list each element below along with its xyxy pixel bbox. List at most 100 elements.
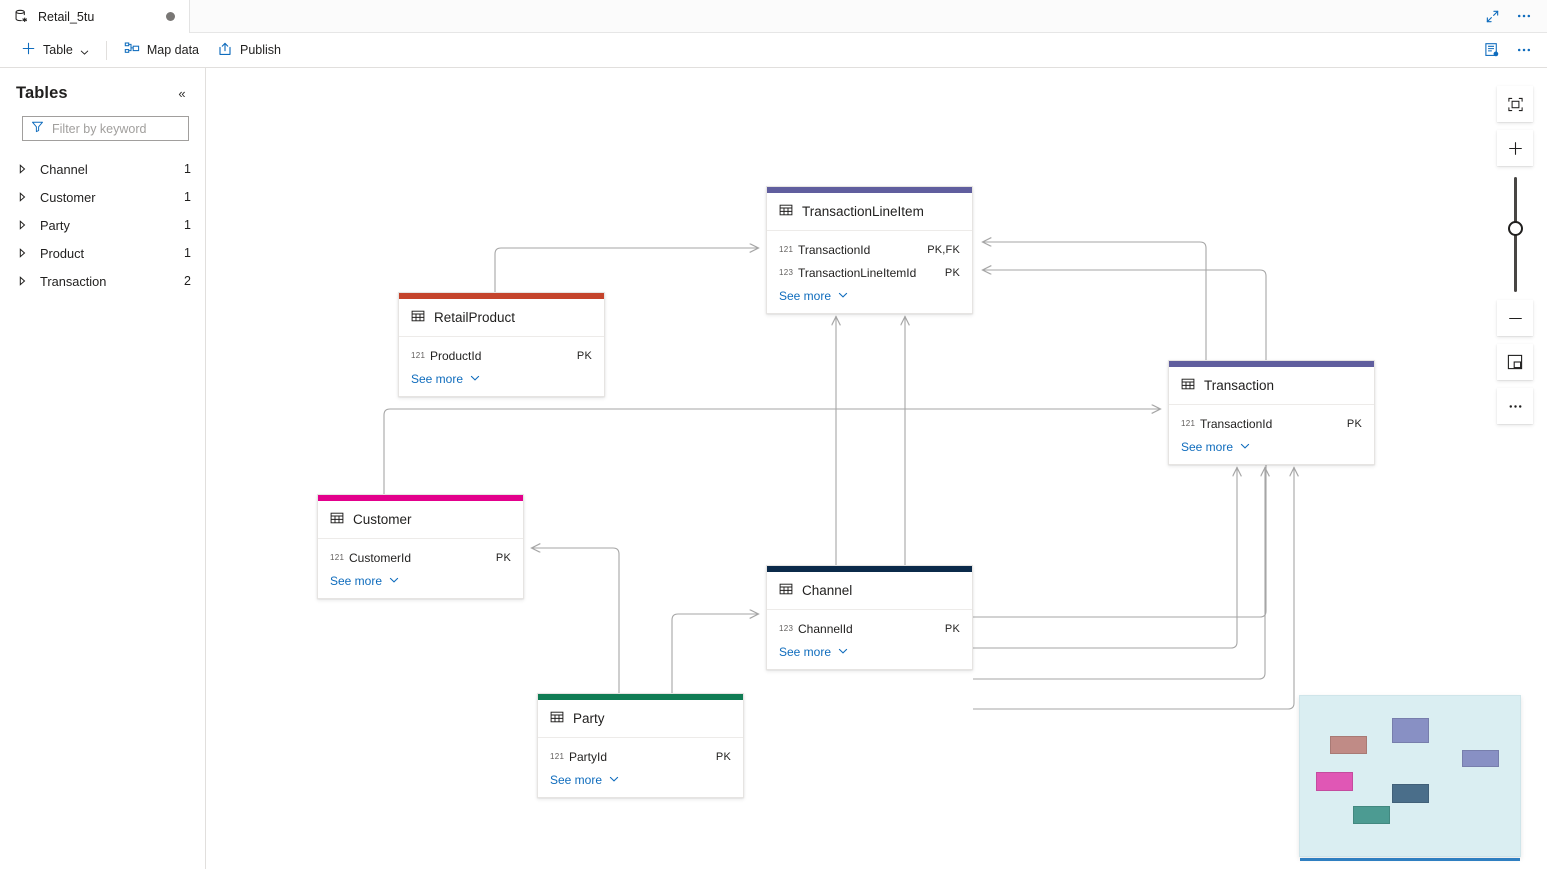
see-more-label: See more [779, 289, 832, 303]
zoom-out-icon[interactable] [1497, 300, 1533, 336]
entity-attributes: 121 CustomerId PK See more [318, 539, 523, 598]
attribute-row[interactable]: 121 TransactionId PK [1169, 412, 1374, 435]
publish-button[interactable]: Publish [208, 36, 290, 64]
sidebar-item-count: 1 [184, 190, 191, 204]
filter-container [0, 112, 205, 147]
minimap-toggle-icon[interactable] [1497, 344, 1533, 380]
filter-icon [31, 120, 44, 138]
rel-transaction-transactionlineitem-a [982, 242, 1207, 360]
see-more-button[interactable]: See more [318, 569, 523, 592]
attribute-name: ProductId [430, 348, 482, 363]
attribute-type-icon: 121 [550, 752, 565, 761]
entity-attributes: 123 ChannelId PK See more [767, 610, 972, 669]
more-options-icon[interactable] [1497, 388, 1533, 424]
zoom-slider[interactable] [1497, 174, 1533, 294]
panel-title: Tables [16, 83, 68, 102]
entity-card-transaction[interactable]: Transaction 121 TransactionId PK See mor… [1168, 360, 1375, 465]
attribute-row[interactable]: 121 TransactionId PK,FK [767, 238, 972, 261]
tab-strip-actions [1477, 0, 1547, 32]
filter-box[interactable] [22, 116, 189, 141]
entity-accent-bar [767, 566, 972, 572]
document-tab-retail[interactable]: Retail_5tu [0, 0, 190, 33]
attribute-row[interactable]: 121 ProductId PK [399, 344, 604, 367]
entity-name: Party [573, 711, 605, 726]
rel-party-customer [531, 548, 620, 693]
more-options-icon[interactable] [1509, 36, 1539, 64]
more-options-icon[interactable] [1509, 2, 1539, 30]
minimap-node-customer [1316, 772, 1353, 791]
entity-card-retailproduct[interactable]: RetailProduct 121 ProductId PK See more [398, 292, 605, 397]
see-more-button[interactable]: See more [399, 367, 604, 390]
entity-accent-bar [318, 495, 523, 501]
attribute-row[interactable]: 123 TransactionLineItemId PK [767, 261, 972, 284]
chevron-down-icon [838, 645, 848, 659]
chevron-right-icon[interactable] [18, 220, 34, 230]
see-more-button[interactable]: See more [538, 768, 743, 791]
attribute-key-badge: PK [944, 622, 960, 635]
entity-attributes: 121 TransactionId PK,FK 123 TransactionL… [767, 231, 972, 313]
attribute-type-icon: 121 [330, 553, 345, 562]
sidebar-item-channel[interactable]: Channel 1 [0, 155, 205, 183]
entity-card-transactionlineitem[interactable]: TransactionLineItem 121 TransactionId PK… [766, 186, 973, 314]
table-icon [411, 309, 425, 326]
minimap-scrollbar[interactable] [1300, 858, 1520, 861]
entity-header: TransactionLineItem [767, 193, 972, 231]
entity-name: TransactionLineItem [802, 204, 924, 219]
fit-to-screen-icon[interactable] [1497, 86, 1533, 122]
map-data-button[interactable]: Map data [115, 36, 208, 64]
attribute-type-icon: 123 [779, 268, 794, 277]
chevron-right-icon[interactable] [18, 192, 34, 202]
relationship-lines [383, 68, 1547, 710]
properties-icon[interactable] [1477, 36, 1507, 64]
attribute-row[interactable]: 123 ChannelId PK [767, 617, 972, 640]
map-data-label: Map data [146, 43, 200, 57]
chevron-right-icon[interactable] [18, 248, 34, 258]
database-star-icon [14, 9, 29, 24]
see-more-label: See more [330, 574, 383, 588]
minimap-node-channel [1392, 784, 1429, 803]
entity-attributes: 121 ProductId PK See more [399, 337, 604, 396]
search-input[interactable] [52, 121, 180, 136]
see-more-button[interactable]: See more [767, 640, 972, 663]
sidebar-item-label: Product [40, 245, 85, 261]
zoom-slider-thumb[interactable] [1507, 221, 1523, 236]
sidebar-item-customer[interactable]: Customer 1 [0, 183, 205, 211]
table-icon [1181, 377, 1195, 394]
erd-canvas[interactable]: TransactionLineItem 121 TransactionId PK… [206, 68, 1547, 869]
attribute-row[interactable]: 121 CustomerId PK [318, 546, 523, 569]
chevron-right-icon[interactable] [18, 276, 34, 286]
sidebar-item-transaction[interactable]: Transaction 2 [0, 267, 205, 295]
chevron-down-icon [470, 372, 480, 386]
zoom-toolbar [1497, 86, 1533, 432]
table-icon [779, 582, 793, 599]
minimap[interactable] [1299, 695, 1521, 861]
see-more-button[interactable]: See more [1169, 435, 1374, 458]
expand-icon[interactable] [1477, 2, 1507, 30]
entity-accent-bar [538, 694, 743, 700]
entity-header: Customer [318, 501, 523, 539]
chevron-right-icon[interactable] [18, 164, 34, 174]
entity-attributes: 121 TransactionId PK See more [1169, 405, 1374, 464]
minimap-node-retailproduct [1330, 736, 1367, 754]
sidebar-item-count: 2 [184, 274, 191, 288]
entity-card-customer[interactable]: Customer 121 CustomerId PK See more [317, 494, 524, 599]
sidebar-item-product[interactable]: Product 1 [0, 239, 205, 267]
plus-icon [21, 41, 36, 59]
map-data-icon [124, 41, 140, 60]
table-icon [550, 710, 564, 727]
collapse-panel-button[interactable]: « [178, 85, 186, 101]
see-more-button[interactable]: See more [767, 284, 972, 307]
attribute-key-badge: PK [576, 349, 592, 362]
tab-strip: Retail_5tu [0, 0, 1547, 33]
entity-card-party[interactable]: Party 121 PartyId PK See more [537, 693, 744, 798]
sidebar-item-party[interactable]: Party 1 [0, 211, 205, 239]
see-more-label: See more [550, 773, 603, 787]
attribute-type-icon: 121 [411, 351, 426, 360]
attribute-row[interactable]: 121 PartyId PK [538, 745, 743, 768]
add-table-button[interactable]: Table [12, 36, 98, 64]
publish-icon [217, 41, 233, 60]
minimap-node-transactionlineitem [1392, 718, 1429, 743]
entity-card-channel[interactable]: Channel 123 ChannelId PK See more [766, 565, 973, 670]
zoom-in-icon[interactable] [1497, 130, 1533, 166]
entity-accent-bar [1169, 361, 1374, 367]
